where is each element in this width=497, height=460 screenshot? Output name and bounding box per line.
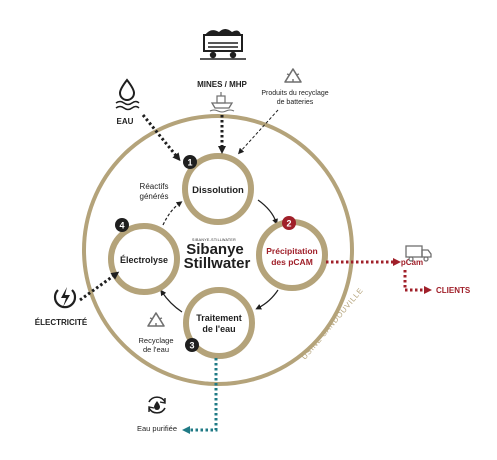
step-2-label-line2: des pCAM xyxy=(271,257,313,267)
recycling-products-line1: Produits du recyclage xyxy=(261,90,328,97)
step-1-badge xyxy=(183,155,197,169)
electricity-arrow xyxy=(79,271,120,302)
recycle-icon xyxy=(284,68,302,83)
water-recycling-line1: Recyclage xyxy=(138,336,173,345)
mine-cart-icon xyxy=(200,29,246,60)
step-1-label: Dissolution xyxy=(192,185,244,196)
water-label: EAU xyxy=(117,117,134,126)
water-drop-icon xyxy=(115,78,140,111)
recycle-icon xyxy=(147,312,165,327)
step-2-label-line1: Précipitation xyxy=(266,246,317,256)
truck-icon xyxy=(405,245,432,262)
logo-line1: Sibanye xyxy=(186,241,244,258)
step-dissolution: Dissolution 1 xyxy=(182,153,254,225)
logo-line2: Stillwater xyxy=(184,255,251,272)
step-1-number: 1 xyxy=(187,158,192,168)
purified-water-label: Eau purifiée xyxy=(137,424,177,433)
logo-small-text: SIBANYE-STILLWATER xyxy=(192,238,236,242)
water-arrow xyxy=(141,114,181,162)
electricity-label: ÉLECTRICITÉ xyxy=(35,318,88,327)
mines-label: MINES / MHP xyxy=(197,80,247,89)
recycling-arrow xyxy=(237,109,279,155)
reagents-label-line1: Réactifs xyxy=(140,182,169,191)
step-4-number: 4 xyxy=(119,221,124,231)
company-logo: SIBANYE-STILLWATER Sibanye Stillwater xyxy=(184,238,251,272)
plant-boundary xyxy=(82,114,354,386)
step-precipitation: Précipitation des pCAM 2 xyxy=(256,216,328,291)
water-recycling-line2: de l'eau xyxy=(143,345,169,354)
step-3-label-line1: Traitement xyxy=(196,313,242,323)
cycle-arrow-2-3 xyxy=(255,289,279,310)
step-2-number: 2 xyxy=(286,219,291,229)
reagents-label-line2: générés xyxy=(140,192,169,201)
step-electrolysis: Électrolyse 4 xyxy=(108,218,180,295)
plant-name: USINE SANDOUVILLE xyxy=(300,286,365,362)
purified-water-arrow xyxy=(182,358,218,434)
cycle-arrow-1-2 xyxy=(257,199,278,225)
pcam-label: pCam xyxy=(401,258,423,267)
step-4-badge xyxy=(115,218,129,232)
clients-arrow xyxy=(403,270,432,294)
water-cycle-icon xyxy=(148,396,166,414)
lightning-icon xyxy=(53,287,77,309)
step-2-badge xyxy=(282,216,296,230)
step-3-badge xyxy=(185,338,199,352)
step-4-label: Électrolyse xyxy=(120,255,168,265)
step-water-treatment: Traitement de l'eau 3 xyxy=(183,287,255,359)
ship-icon xyxy=(209,92,235,113)
step-3-label-line2: de l'eau xyxy=(202,324,235,334)
step-3-number: 3 xyxy=(189,341,194,351)
cycle-arrow-3-4 xyxy=(160,289,183,313)
recycling-products-line2: de batteries xyxy=(277,99,314,106)
clients-label: CLIENTS xyxy=(436,286,471,295)
cycle-arrow-4-1 xyxy=(162,201,183,226)
